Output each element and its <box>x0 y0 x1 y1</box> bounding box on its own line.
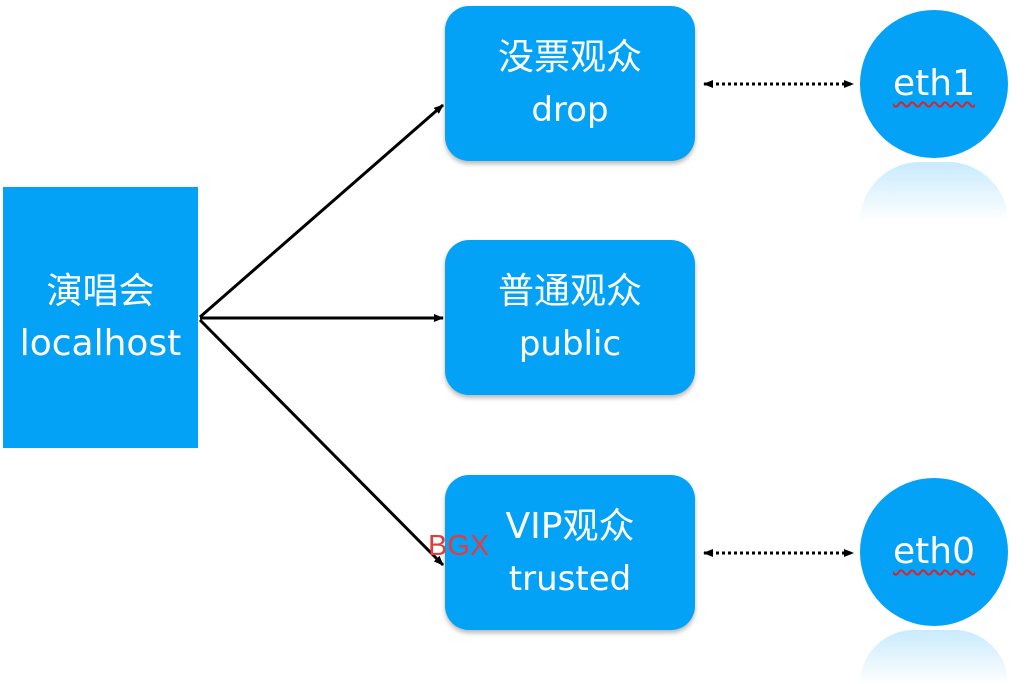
zone-public-name-cn: 普通观众 <box>497 270 642 312</box>
interface-eth1: eth1 <box>860 10 1008 158</box>
watermark-text: BGX <box>428 530 490 562</box>
zone-trusted-name-cn: VIP观众 <box>505 505 635 547</box>
arrow-host-to-drop <box>199 103 444 319</box>
zone-public-name-en: public <box>518 323 622 364</box>
zone-drop-name-en: drop <box>531 89 609 130</box>
interface-eth0-label: eth0 <box>893 531 975 572</box>
zone-drop-name-cn: 没票观众 <box>497 36 642 78</box>
zone-trusted: VIP观众 trusted <box>445 475 695 630</box>
zone-public: 普通观众 public <box>445 240 695 395</box>
interface-eth1-label: eth1 <box>893 63 975 104</box>
host-name-en: localhost <box>19 322 182 364</box>
zone-drop: 没票观众 drop <box>445 6 695 161</box>
interface-eth0: eth0 <box>860 478 1008 626</box>
host-name-cn: 演唱会 <box>46 270 155 312</box>
zone-trusted-name-en: trusted <box>508 558 632 599</box>
interface-eth0-reflection <box>860 630 1008 684</box>
host-box-localhost: 演唱会 localhost <box>3 187 198 448</box>
arrow-host-to-trusted <box>198 318 445 567</box>
